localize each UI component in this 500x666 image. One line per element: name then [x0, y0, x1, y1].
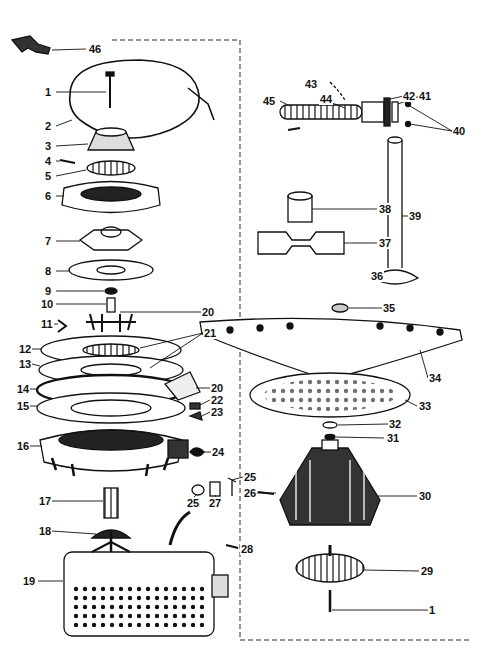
callout-number: 27	[208, 497, 222, 509]
callout-number: 2	[44, 120, 52, 132]
callout-number: 18	[38, 525, 52, 537]
callout-number: 37	[378, 237, 392, 249]
callout-number: 25	[243, 471, 257, 483]
callout-number: 32	[388, 418, 402, 430]
callout-number: 30	[418, 490, 432, 502]
callout-number: 24	[211, 446, 225, 458]
callout-number: 6	[44, 190, 52, 202]
callout-number: 14	[16, 383, 30, 395]
callout-number: 3	[44, 140, 52, 152]
callout-number: 22	[210, 394, 224, 406]
callout-number: 40	[452, 125, 466, 137]
callout-number: 45	[262, 95, 276, 107]
callout-number: 39	[408, 210, 422, 222]
callout-number: 44	[319, 93, 333, 105]
callout-number: 43	[304, 78, 318, 90]
callout-number: 10	[40, 298, 54, 310]
callout-number: 23	[210, 406, 224, 418]
callout-number: 17	[38, 495, 52, 507]
callout-number: 1	[44, 86, 52, 98]
callout-number: 42	[402, 90, 416, 102]
callout-number: 31	[386, 432, 400, 444]
callout-number: 33	[418, 400, 432, 412]
callout-number: 20	[201, 306, 215, 318]
callout-number: 7	[44, 235, 52, 247]
callout-number: 29	[420, 565, 434, 577]
callout-number: 5	[44, 170, 52, 182]
callout-number: 12	[18, 343, 32, 355]
callout-number: 36	[370, 270, 384, 282]
callout-number: 11	[40, 318, 54, 330]
callout-number: 25	[186, 497, 200, 509]
callout-number: 28	[240, 543, 254, 555]
callout-number: 1	[428, 604, 436, 616]
callout-number: 19	[22, 575, 36, 587]
callout-number: 16	[16, 440, 30, 452]
callout-number: 20	[210, 382, 224, 394]
callout-number: 41	[418, 90, 432, 102]
callout-number: 4	[44, 155, 52, 167]
callout-number: 34	[428, 372, 442, 384]
callout-number: 26	[243, 487, 257, 499]
callout-number: 8	[44, 265, 52, 277]
callout-number: 38	[378, 203, 392, 215]
callout-number: 21	[203, 327, 217, 339]
callout-number: 15	[16, 400, 30, 412]
callout-number: 13	[18, 358, 32, 370]
callout-number: 9	[44, 285, 52, 297]
callout-number: 46	[88, 43, 102, 55]
callout-number: 35	[382, 302, 396, 314]
